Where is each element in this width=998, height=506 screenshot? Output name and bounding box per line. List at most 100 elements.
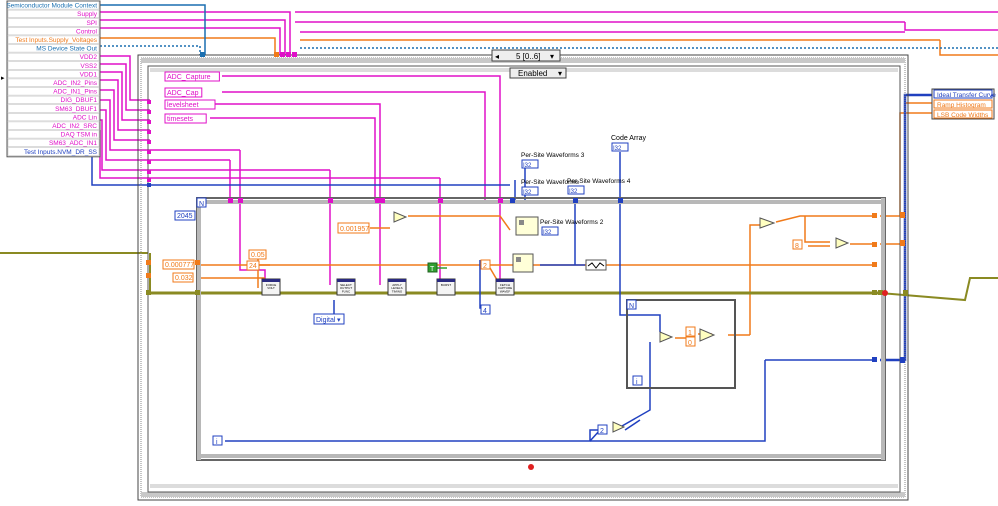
svg-text:T: T xyxy=(430,266,435,273)
subvi-label-word: FUNC xyxy=(342,289,351,293)
array-index-node[interactable] xyxy=(515,216,539,236)
subvi-label-word: FORCE xyxy=(266,283,277,287)
cluster-item-adc-lin: ADC Lin xyxy=(7,113,100,121)
waveform-type: I32 xyxy=(569,189,578,195)
enabled-dropdown-icon: ▾ xyxy=(558,69,562,78)
cluster-item-control: Control xyxy=(7,27,100,35)
waveform-type: I32 xyxy=(523,163,532,169)
cluster-item-label: Test Inputs.NVM_DR_SS xyxy=(24,149,98,156)
subvi-label-word: APPLY xyxy=(392,283,401,287)
waveform-indicator[interactable] xyxy=(541,226,559,236)
multiply-node-2[interactable] xyxy=(759,217,776,229)
output-label: LSB Code Widths xyxy=(937,112,989,119)
waveform-indicator[interactable] xyxy=(567,185,585,195)
enabled-selector[interactable]: Enabled ▾ xyxy=(509,67,567,79)
cluster-item-label: Supply xyxy=(77,11,98,18)
subvi-label-word: BURST xyxy=(441,283,451,287)
cluster-item-adc-in1-pins: ADC_IN1_Pins xyxy=(7,87,100,96)
constant-1[interactable]: 1 xyxy=(685,326,696,337)
loop-iteration-terminal: i xyxy=(212,435,223,446)
cluster-item-sm63-adc-in1: SM63_ADC_IN1 xyxy=(7,138,100,147)
inner-loop-iteration-terminal: i xyxy=(636,379,638,386)
svg-text:0: 0 xyxy=(688,340,692,347)
array-subset-node[interactable] xyxy=(512,253,534,273)
subvi-burst[interactable]: BURST xyxy=(436,278,456,296)
cluster-item-label: Test Inputs.Supply_Voltages xyxy=(15,37,97,44)
output-label: Ramp Histogram xyxy=(937,102,986,109)
case-dropdown-icon: ▾ xyxy=(550,52,554,61)
session-box[interactable] xyxy=(164,87,203,98)
case-selector[interactable]: 5 [0..6] ◂ ▾ xyxy=(491,49,561,62)
subvi-label-word: LEVELS xyxy=(391,286,402,290)
digital-dropdown-icon: ▾ xyxy=(337,317,341,324)
waveform-type: I32 xyxy=(543,230,552,236)
constant-bool-true[interactable]: T xyxy=(427,262,438,273)
select-node[interactable] xyxy=(699,328,716,342)
output-label: Ideal Transfer Curve xyxy=(937,92,996,99)
breakpoint-icon[interactable] xyxy=(528,464,534,470)
waveform-label: Per-Site Waveforms xyxy=(521,179,580,186)
output-indicator[interactable] xyxy=(933,99,993,109)
constant-2[interactable]: 2 xyxy=(480,259,491,270)
subvi-label-word: TIMING xyxy=(392,289,403,293)
constant-loop-count[interactable]: 2045 xyxy=(174,210,196,221)
constant-0[interactable]: 0 xyxy=(685,336,696,347)
cluster-item-daq-tsm-in: DAQ TSM in xyxy=(7,130,100,139)
constant-24[interactable]: 24 xyxy=(246,260,260,271)
svg-text:1: 1 xyxy=(688,330,692,337)
svg-text:Digital: Digital xyxy=(316,317,336,324)
svg-text:24: 24 xyxy=(249,263,257,270)
cluster-item-vss2: VSS2 xyxy=(7,61,100,70)
inner-loop-count-terminal: N xyxy=(629,303,634,310)
cluster-item-label: ADC Lin xyxy=(73,114,98,121)
cluster-item-label: ADC_IN2_Pins xyxy=(53,80,97,87)
svg-text:0.000777: 0.000777 xyxy=(165,262,194,269)
cluster-item-label: DIG_DBUF1 xyxy=(61,97,98,104)
multiply-node[interactable] xyxy=(393,211,408,223)
cluster-item-ms-device-state-out: MS Device State Out xyxy=(7,44,100,53)
cluster-item-spi: SPI xyxy=(7,18,100,27)
cluster-unbundle: Semiconductor Module ContextSupplySPICon… xyxy=(1,0,101,158)
divide-node[interactable] xyxy=(835,237,850,249)
cluster-item-label: Semiconductor Module Context xyxy=(6,3,97,10)
cluster-item-label: VSS2 xyxy=(80,63,97,70)
code-array-indicator[interactable]: Code Array I32 xyxy=(611,135,647,152)
enabled-selector-label: Enabled xyxy=(518,69,547,78)
cluster-item-adc-in2-pins: ADC_IN2_Pins xyxy=(7,78,100,87)
for-loop-inner: N i xyxy=(626,299,736,389)
cluster-item-label: VDD2 xyxy=(80,54,98,61)
cluster-item-sm63-dbuf1: SM63_DBUF1 xyxy=(7,104,100,113)
waveform-indicator[interactable] xyxy=(521,159,539,169)
constant-0-05[interactable]: 0.05 xyxy=(248,249,267,260)
constant-0-032[interactable]: 0.032 xyxy=(172,272,194,283)
case-decrement-icon: ◂ xyxy=(495,52,499,61)
cluster-item-label: ADC_IN2_SRC xyxy=(52,123,97,130)
digital-enum-constant[interactable]: Digital ▾ xyxy=(313,313,345,325)
increment-node[interactable] xyxy=(612,421,626,433)
constant-8[interactable]: 8 xyxy=(792,239,803,250)
session-box[interactable] xyxy=(164,113,207,124)
error-stop-icon[interactable] xyxy=(882,290,888,296)
session-box[interactable] xyxy=(164,71,220,82)
constant-0-000777[interactable]: 0.000777 xyxy=(162,259,195,270)
subtract-node[interactable] xyxy=(659,331,674,343)
session-box[interactable] xyxy=(164,99,216,110)
subvi-label-word: WAVEF xyxy=(500,289,511,293)
subvi-label-word: FETCH xyxy=(500,283,510,287)
cluster-item-dig-dbuf1: DIG_DBUF1 xyxy=(7,95,100,104)
loop-count-terminal: N xyxy=(196,197,207,208)
output-indicator[interactable] xyxy=(933,89,993,99)
output-indicator[interactable] xyxy=(933,109,993,119)
waveform-indicator[interactable] xyxy=(521,186,539,196)
cluster-item-supply: Supply xyxy=(7,9,100,18)
constant-4[interactable]: 4 xyxy=(480,304,491,315)
waveform-node[interactable] xyxy=(585,259,607,271)
constant-2-blue[interactable]: 2 xyxy=(597,424,608,435)
constant-0-001957[interactable]: 0.001957 xyxy=(337,222,370,234)
